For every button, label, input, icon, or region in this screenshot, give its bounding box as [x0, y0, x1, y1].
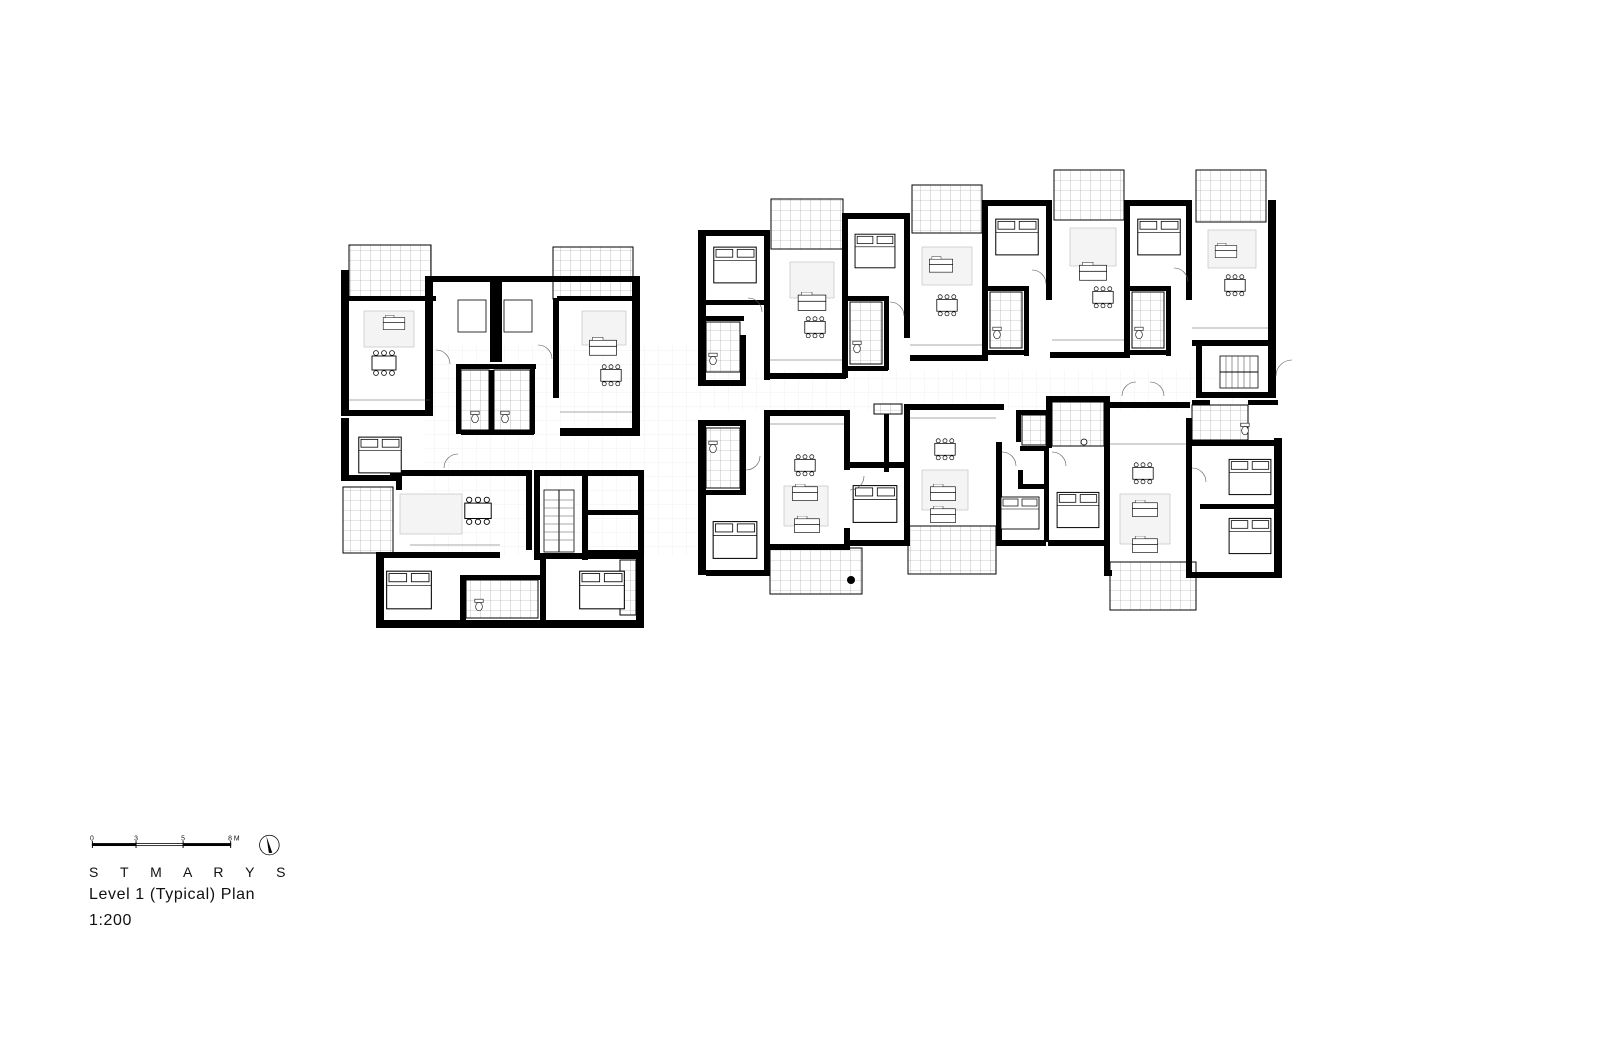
scale-tick-5: 5 [181, 836, 185, 843]
scale-tick-3: 3 [134, 836, 138, 843]
balcony [1053, 169, 1125, 221]
balcony [911, 184, 983, 234]
west-block [341, 244, 644, 628]
balcony [342, 486, 394, 554]
north-arrow-icon [259, 834, 280, 856]
stair [543, 489, 575, 553]
scale-tick-8: 8 M [228, 836, 240, 843]
scale-bar: 0 3 5 8 M [90, 834, 280, 856]
drawing-scale: 1:200 [89, 912, 133, 929]
title-block: S T M A R Y S Level 1 (Typical) Plan 1:2… [89, 864, 294, 930]
balcony [348, 244, 432, 298]
scale-tick-0: 0 [90, 836, 94, 843]
balcony [552, 246, 634, 300]
balcony [770, 198, 844, 250]
project-name: S T M A R Y S [89, 864, 295, 880]
east-block-south [698, 381, 1282, 611]
drawing-title: Level 1 (Typical) Plan [89, 886, 256, 903]
east-block-north [698, 169, 1276, 386]
balcony [769, 547, 863, 595]
balcony [907, 525, 997, 575]
east-stair [1196, 346, 1293, 398]
balcony [1195, 169, 1267, 223]
balcony [1109, 561, 1197, 611]
